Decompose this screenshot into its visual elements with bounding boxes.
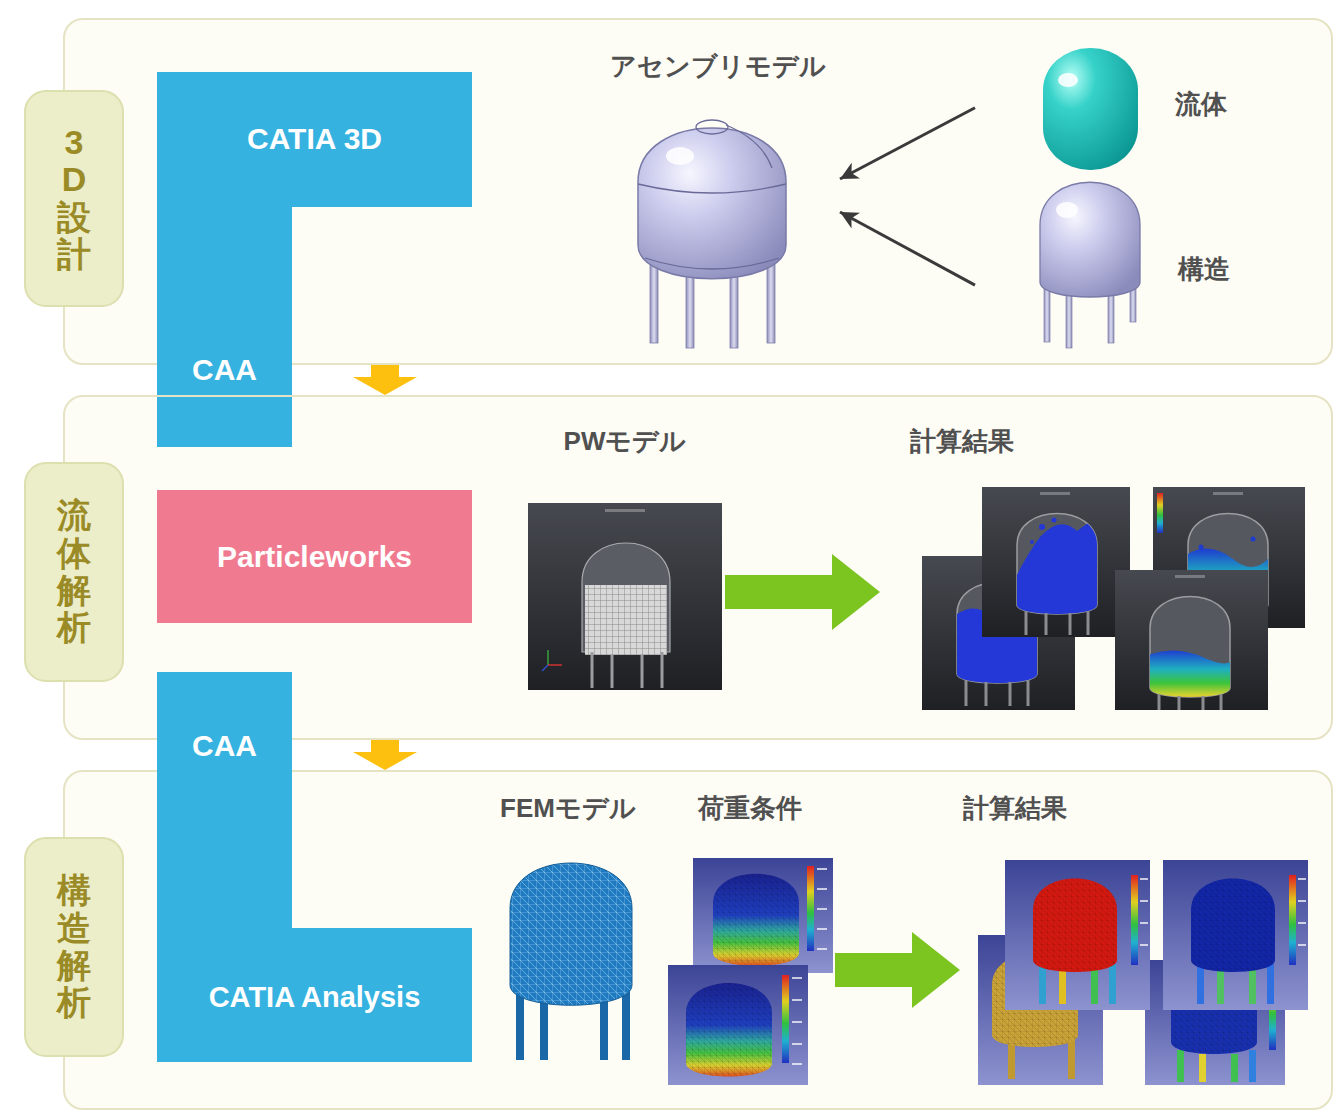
text-slot: 計算結果 (910, 425, 1110, 459)
heading-label: 構造 (1178, 254, 1230, 285)
stage-label-pill: 構造解析 (24, 837, 124, 1057)
text-slot: CATIA 3D (157, 120, 472, 158)
tool-box: Particleworks (157, 490, 472, 623)
text-slot: FEMモデル (483, 792, 653, 826)
part-label-group: 流体 (975, 45, 1265, 173)
tool-name: CAA (192, 352, 257, 388)
text-slot: CAA (157, 351, 292, 389)
heading-label: アセンブリモデル (610, 51, 826, 82)
text-slot: PWモデル (525, 425, 725, 459)
heading-label: 流体 (1175, 89, 1227, 120)
text-slot: 流体 (1175, 88, 1255, 122)
merge-arrow (840, 108, 975, 179)
assembly-tank-illustration (638, 120, 786, 348)
text-slot: Particleworks (157, 490, 472, 623)
tool-l-shape: CAA CATIA Analysis (157, 672, 472, 1062)
heading-label: FEMモデル (500, 793, 636, 824)
text-slot: CATIA Analysis (157, 978, 472, 1016)
tool-name: CAA (192, 728, 257, 764)
result-heading-group: 計算結果 (960, 792, 1312, 1087)
model-heading-group: PWモデル (525, 425, 725, 693)
heading-label: 計算結果 (910, 426, 1014, 457)
l-shape-fill (157, 672, 472, 1062)
load-condition-screenshot (693, 858, 833, 973)
result-heading-group: 計算結果 (880, 425, 1310, 715)
text-slot: 構造 (1178, 253, 1258, 287)
fem-mesh-tank (510, 863, 632, 1060)
stage-label: 流体解析 (57, 497, 91, 647)
model-heading-group: FEMモデル (483, 792, 653, 1062)
text-slot: アセンブリモデル (595, 50, 840, 84)
result-flow-arrow (725, 554, 880, 630)
stage-flow-arrow (353, 365, 417, 395)
l-shape-fill (157, 72, 472, 447)
heading-label: 荷重条件 (698, 793, 802, 824)
stage-label: 構造解析 (57, 872, 91, 1022)
tool-name: CATIA 3D (247, 121, 382, 157)
stage-label-pill: 流体解析 (24, 462, 124, 682)
stage-label-pill: 3D設計 (24, 90, 124, 307)
heading-label: 計算結果 (963, 793, 1067, 824)
model-heading-group: 荷重条件 (665, 792, 835, 1087)
structure-tank-illustration (1040, 182, 1140, 348)
stage-label: 3D設計 (57, 124, 91, 274)
pw-model-screenshot (528, 503, 722, 690)
text-slot: CAA (157, 727, 292, 765)
structure-result-screenshot (1005, 860, 1150, 1010)
heading-label: PWモデル (564, 426, 687, 457)
text-slot: 荷重条件 (665, 792, 835, 826)
fluid-body-illustration (1043, 48, 1138, 170)
result-flow-arrow (835, 932, 960, 1008)
part-label-group: 構造 (975, 178, 1265, 348)
tool-name: CATIA Analysis (209, 980, 421, 1015)
tool-l-shape: CATIA 3D CAA (157, 72, 472, 447)
structure-result-screenshot (1163, 860, 1308, 1010)
stage-flow-arrow (353, 740, 417, 770)
fluid-result-screenshot (1115, 570, 1268, 710)
tool-name: Particleworks (217, 539, 412, 575)
merge-arrow (840, 212, 975, 285)
text-slot: 計算結果 (963, 792, 1163, 826)
model-heading-group: アセンブリモデル (595, 50, 840, 350)
fluid-result-screenshot (982, 487, 1130, 637)
load-condition-screenshot (668, 965, 808, 1085)
